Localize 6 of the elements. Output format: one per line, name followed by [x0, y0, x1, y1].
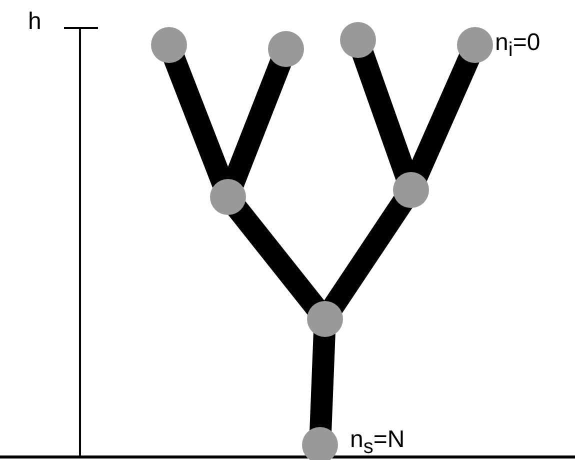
junction-circle: [151, 27, 187, 63]
junction-circle: [268, 31, 304, 67]
junction-circle: [340, 22, 376, 58]
node-label: n$_{i}$=0: [495, 31, 540, 60]
height-label: h: [28, 10, 42, 34]
node-label: n$_{s}$=N: [350, 428, 405, 457]
